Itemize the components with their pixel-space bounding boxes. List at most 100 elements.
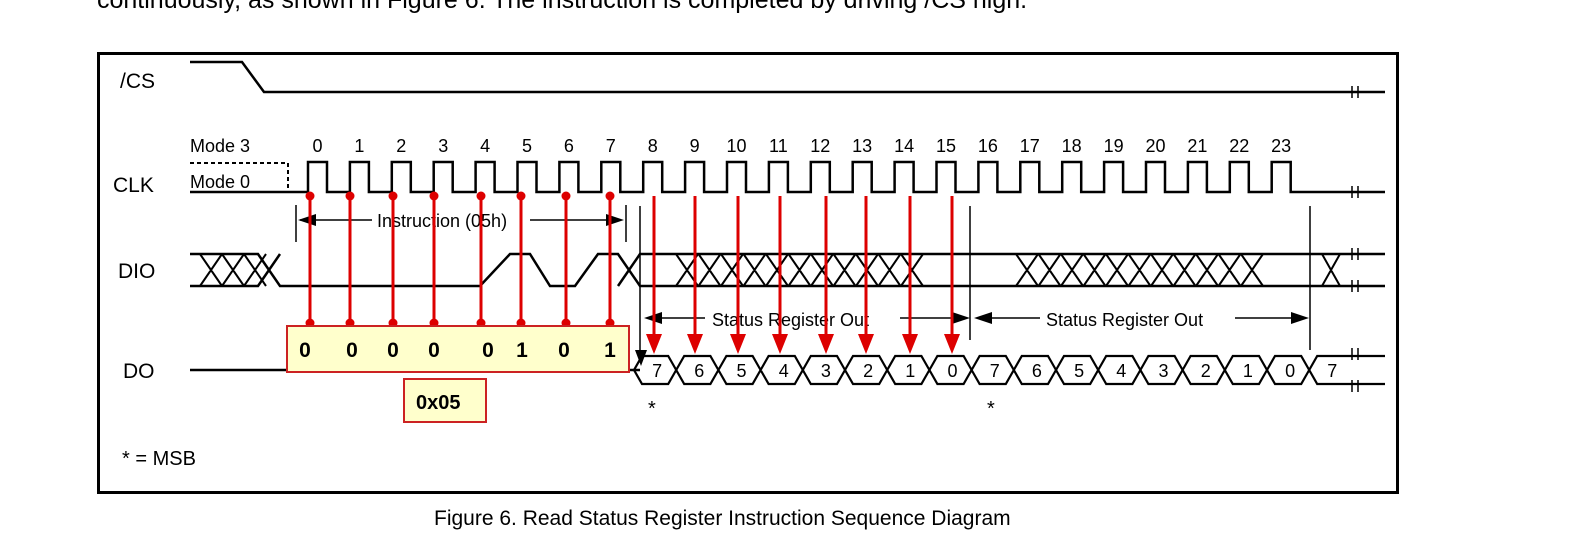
- sample-dot: [388, 191, 398, 201]
- do-bus-outline: [633, 354, 1385, 386]
- dio-waveform: [190, 206, 1385, 360]
- instruction-span: Instruction (05h): [295, 205, 627, 242]
- do-bit: 6: [1032, 361, 1042, 381]
- do-bit: 4: [779, 361, 789, 381]
- do-bit: 1: [1243, 361, 1253, 381]
- status-out-span-1: Status Register Out: [644, 310, 970, 330]
- read-arrow-head: [687, 334, 703, 354]
- do-bit: 6: [694, 361, 704, 381]
- clock-number: 13: [852, 136, 872, 156]
- clock-number: 18: [1062, 136, 1082, 156]
- read-arrow-head: [944, 334, 960, 354]
- do-bit: 4: [1116, 361, 1126, 381]
- annotation-bit: 1: [604, 339, 616, 362]
- clock-number: 9: [690, 136, 700, 156]
- clock-number: 3: [438, 136, 448, 156]
- status-out-span-2: Status Register Out: [974, 310, 1309, 330]
- annotation-bit: 0: [387, 339, 399, 362]
- status-out-label-2: Status Register Out: [1046, 310, 1203, 330]
- do-label: DO: [123, 360, 155, 383]
- cs-label: /CS: [120, 70, 155, 93]
- instruction-sample-markers: [305, 191, 615, 328]
- do-bit: 5: [1074, 361, 1084, 381]
- clock-number: 22: [1229, 136, 1249, 156]
- do-bit: 3: [1158, 361, 1168, 381]
- read-arrow-head: [772, 334, 788, 354]
- read-arrow-head: [646, 334, 662, 354]
- do-bit: 2: [863, 361, 873, 381]
- clock-number: 10: [726, 136, 746, 156]
- figure-caption: Figure 6. Read Status Register Instructi…: [434, 507, 1011, 530]
- mode3-label: Mode 3: [190, 136, 250, 156]
- do-bit: 3: [821, 361, 831, 381]
- clock-number: 4: [480, 136, 490, 156]
- clock-number: 16: [978, 136, 998, 156]
- clock-number: 8: [648, 136, 658, 156]
- annotation-bit: 0: [482, 339, 494, 362]
- clock-number: 21: [1187, 136, 1207, 156]
- clock-number: 1: [354, 136, 364, 156]
- msb-star-2: *: [987, 398, 995, 420]
- sample-dot: [476, 191, 486, 201]
- do-bit: 0: [947, 361, 957, 381]
- clock-number: 12: [810, 136, 830, 156]
- hex-annotation-box: [403, 378, 487, 423]
- clock-number: 5: [522, 136, 532, 156]
- status-out-label-1: Status Register Out: [712, 310, 869, 330]
- clock-number: 15: [936, 136, 956, 156]
- dio-label: DIO: [118, 260, 155, 283]
- mode-dashed-line: [190, 162, 289, 192]
- clock-number: 20: [1145, 136, 1165, 156]
- do-bit: 5: [736, 361, 746, 381]
- do-bit: 7: [990, 361, 1000, 381]
- read-arrow-head: [858, 334, 874, 354]
- clock-number: 7: [606, 136, 616, 156]
- bits-annotation-box: [286, 325, 630, 373]
- sample-dot: [345, 191, 355, 201]
- do-bit: 7: [652, 361, 662, 381]
- dio-break-mark: [1351, 248, 1359, 292]
- annotation-bit: 0: [299, 339, 311, 362]
- sample-dot: [429, 191, 439, 201]
- mode0-label: Mode 0: [190, 172, 250, 192]
- read-arrow-head: [902, 334, 918, 354]
- do-bit: 2: [1201, 361, 1211, 381]
- clock-number: 23: [1271, 136, 1291, 156]
- annotation-bit: 0: [558, 339, 570, 362]
- cs-waveform: [190, 60, 1385, 94]
- annotation-bit: 1: [516, 339, 528, 362]
- clock-number: 17: [1020, 136, 1040, 156]
- instruction-label: Instruction (05h): [377, 211, 507, 231]
- hex-annotation-label: 0x05: [416, 392, 461, 414]
- clock-number: 2: [396, 136, 406, 156]
- msb-legend: * = MSB: [122, 448, 196, 470]
- clk-waveform: [190, 160, 1385, 194]
- clk-label: CLK: [113, 174, 154, 197]
- clock-number: 6: [564, 136, 574, 156]
- clock-number: 14: [894, 136, 914, 156]
- clock-number: 11: [769, 136, 788, 156]
- do-bit: 1: [905, 361, 915, 381]
- clock-number: 0: [312, 136, 322, 156]
- sample-dot: [516, 191, 526, 201]
- status-read-arrows: [646, 196, 960, 354]
- annotation-bit: 0: [346, 339, 358, 362]
- do-bit: 0: [1285, 361, 1295, 381]
- msb-star-1: *: [648, 398, 656, 420]
- sample-dot: [561, 191, 571, 201]
- body-text: continuously, as shown in Figure 6. The …: [97, 0, 1028, 14]
- timing-diagram-frame: [97, 52, 1399, 494]
- do-bit: 7: [1327, 361, 1337, 381]
- sample-dot: [305, 191, 315, 201]
- clock-number: 19: [1104, 136, 1124, 156]
- sample-dot: [605, 191, 615, 201]
- read-arrow-head: [730, 334, 746, 354]
- do-break-mark: [1351, 348, 1359, 392]
- read-arrow-head: [818, 334, 834, 354]
- cs-break-mark: [1351, 86, 1359, 98]
- do-bus: 7 6 5 4 3 2 1 0 7 6 5 4 3 2 1 0 7: [633, 354, 1385, 386]
- annotation-bit: 0: [428, 339, 440, 362]
